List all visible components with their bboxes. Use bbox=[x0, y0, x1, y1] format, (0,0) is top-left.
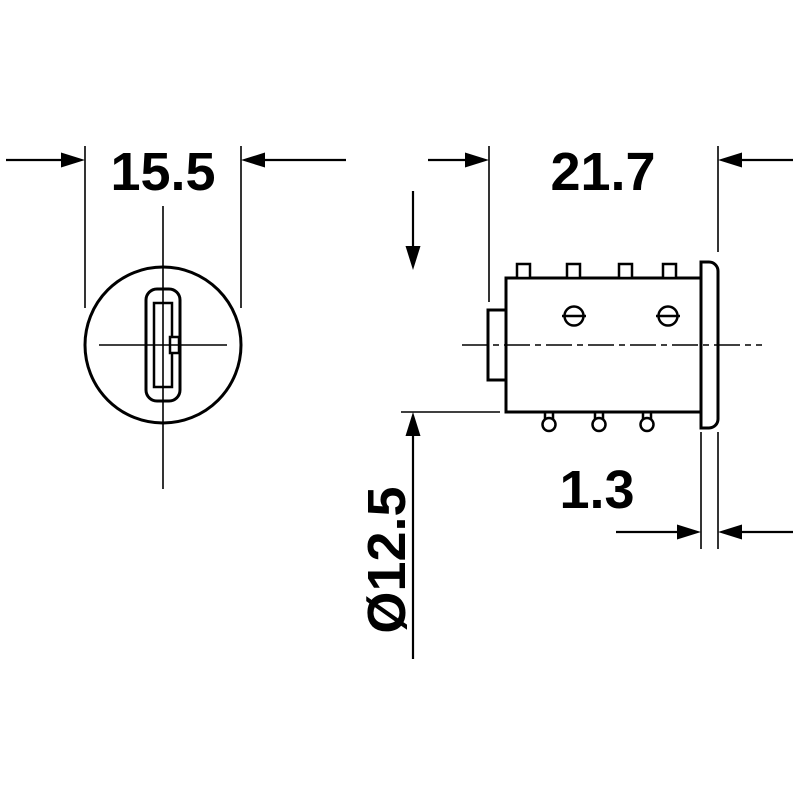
arrow-right-icon bbox=[61, 152, 85, 168]
dim-label-front-width: 15.5 bbox=[110, 142, 215, 202]
dimension-overall-length: 21.7 bbox=[428, 142, 793, 302]
dimension-front-width: 15.5 bbox=[6, 142, 346, 308]
arrow-left-icon bbox=[241, 152, 265, 168]
screw-slot-left bbox=[562, 305, 586, 327]
dimension-flange-thickness: 1.3 bbox=[559, 432, 793, 549]
dim-label-diameter: Ø12.5 bbox=[357, 486, 417, 633]
dim-label-flange-thickness: 1.3 bbox=[559, 460, 634, 520]
top-chamber-tab bbox=[661, 262, 678, 280]
arrow-left-icon bbox=[718, 524, 742, 540]
arrow-down-icon bbox=[405, 246, 421, 270]
side-view bbox=[462, 260, 762, 433]
tumbler-pin bbox=[591, 412, 607, 433]
top-chamber-tab bbox=[617, 262, 634, 280]
dimension-diameter: Ø12.5 bbox=[357, 191, 500, 659]
tumbler-pin bbox=[541, 412, 557, 433]
arrow-right-icon bbox=[677, 524, 701, 540]
arrow-right-icon bbox=[465, 152, 489, 168]
cylinder-flange bbox=[699, 260, 720, 430]
top-chamber-tab bbox=[565, 262, 582, 280]
top-chamber-tab bbox=[515, 262, 532, 280]
screw-slot-right bbox=[656, 305, 680, 327]
dim-label-overall-length: 21.7 bbox=[550, 142, 655, 202]
tumbler-pin bbox=[639, 412, 655, 433]
arrow-up-icon bbox=[405, 412, 421, 436]
front-view bbox=[83, 206, 243, 489]
arrow-left-icon bbox=[718, 152, 742, 168]
